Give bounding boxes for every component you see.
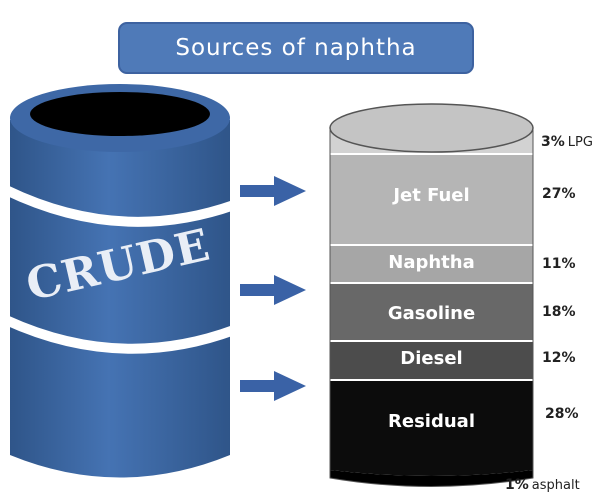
label-diesel: Diesel	[400, 348, 463, 369]
segment-residual	[330, 380, 533, 476]
segment-dividers	[330, 153, 533, 381]
percent-jet-fuel: 27%	[542, 186, 576, 202]
percent-asphalt: 1%asphalt	[505, 477, 580, 493]
segment-gasoline	[330, 283, 533, 341]
arrow-jet-fuel	[240, 176, 306, 206]
segment-naphtha	[330, 245, 533, 283]
segment-jet-fuel	[330, 154, 533, 245]
crude-barrel-rim-lower	[3, 315, 236, 354]
segment-diesel	[330, 341, 533, 380]
percent-asphalt-name: asphalt	[531, 478, 580, 493]
arrows	[240, 176, 306, 401]
percent-asphalt-value: 1%	[505, 477, 529, 493]
label-naphtha: Naphtha	[388, 252, 475, 273]
crude-barrel	[3, 84, 236, 478]
title: Sources of naphtha	[175, 35, 417, 61]
product-cylinder-top	[329, 103, 534, 153]
segment-asphalt	[330, 470, 533, 487]
label-residual: Residual	[388, 411, 475, 432]
product-cylinder	[329, 103, 534, 487]
percent-lpg-value: 3%	[541, 134, 565, 150]
arrow-gasoline	[240, 275, 306, 305]
label-jet-fuel: Jet Fuel	[393, 185, 470, 206]
crude-barrel-rim-upper	[3, 185, 236, 227]
percent-residual: 28%	[545, 406, 579, 422]
percent-naphtha: 11%	[542, 256, 576, 272]
arrow-residual	[240, 371, 306, 401]
product-cylinder-outline	[329, 128, 534, 487]
percent-gasoline: 18%	[542, 304, 576, 320]
label-gasoline: Gasoline	[387, 303, 476, 324]
crude-barrel-opening	[30, 92, 210, 136]
title-box: Sources of naphtha	[118, 22, 474, 74]
percent-lpg-name: LPG	[567, 135, 593, 150]
percent-lpg: 3%LPG	[541, 134, 593, 150]
percent-diesel: 12%	[542, 350, 576, 366]
